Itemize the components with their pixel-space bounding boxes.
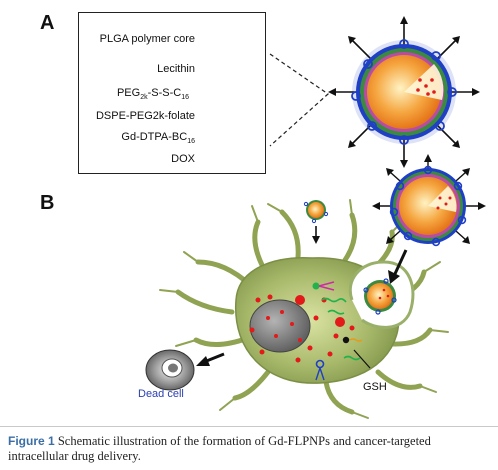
dead-cell xyxy=(145,349,225,391)
caption-divider xyxy=(0,426,498,427)
nanoparticle-small xyxy=(303,200,329,244)
nanoparticle-large-b xyxy=(372,154,486,284)
nucleus xyxy=(249,299,311,353)
figure-caption: Figure 1 Schematic illustration of the f… xyxy=(8,434,494,464)
legend-box: PLGA polymer core Lecithin PEG2k-S-S-C16… xyxy=(78,12,266,174)
figure-artwork xyxy=(145,16,486,419)
legend-lecithin: Lecithin xyxy=(157,63,195,75)
nanoparticle-large-a xyxy=(328,16,480,168)
figure: A B PLGA polymer core Lecithin PEG2k-S-S… xyxy=(40,12,486,419)
dox-in-cell xyxy=(249,294,355,363)
gsh-label: GSH xyxy=(363,381,387,393)
endosome-nanoparticle xyxy=(348,260,415,329)
legend-plga: PLGA polymer core xyxy=(99,33,195,45)
caption-label: Figure 1 xyxy=(8,434,55,448)
caption-text: Schematic illustration of the formation … xyxy=(8,434,431,463)
dead-cell-label: Dead cell xyxy=(138,388,184,400)
legend-peg: PEG2k-S-S-C16 xyxy=(116,87,189,102)
panel-label-b: B xyxy=(40,192,55,214)
legend-gd: Gd-DTPA-BC16 xyxy=(121,131,195,146)
legend-folate: DSPE-PEG2k-folate xyxy=(95,110,195,122)
panel-label-a: A xyxy=(40,12,55,34)
gd-in-cell xyxy=(315,359,325,381)
legend-dox: DOX xyxy=(171,153,195,165)
zoom-lines xyxy=(269,53,329,147)
lecithin-in-cell xyxy=(312,281,335,291)
